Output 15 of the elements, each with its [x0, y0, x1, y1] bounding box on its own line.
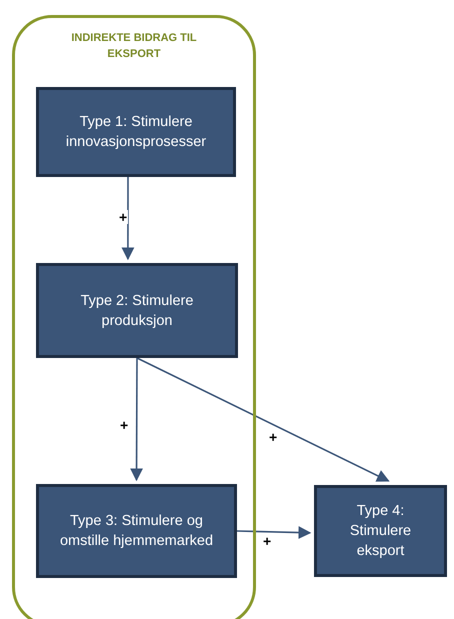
- group-container: [12, 15, 256, 619]
- process-box: [36, 263, 238, 358]
- box-label: Type 3: Stimulere og omstille hjemmemarked: [58, 512, 214, 551]
- group-heading: INDIREKTE BIDRAG TIL EKSPORT: [70, 31, 198, 62]
- box-label: Type 1: Stimulere innovasjonsprosesser: [64, 113, 208, 152]
- process-box: [314, 485, 447, 577]
- process-box: [36, 484, 237, 578]
- arrow: [122, 177, 134, 260]
- box-label: Type 2: Stimulere produksjon: [80, 292, 194, 330]
- arrow: [136, 357, 390, 482]
- arrow: [130, 358, 143, 482]
- box-label: Type 4: Stimulere eksport: [348, 502, 412, 561]
- process-box: [36, 87, 236, 177]
- arrow: [236, 526, 312, 539]
- edge-label: +: [118, 210, 128, 224]
